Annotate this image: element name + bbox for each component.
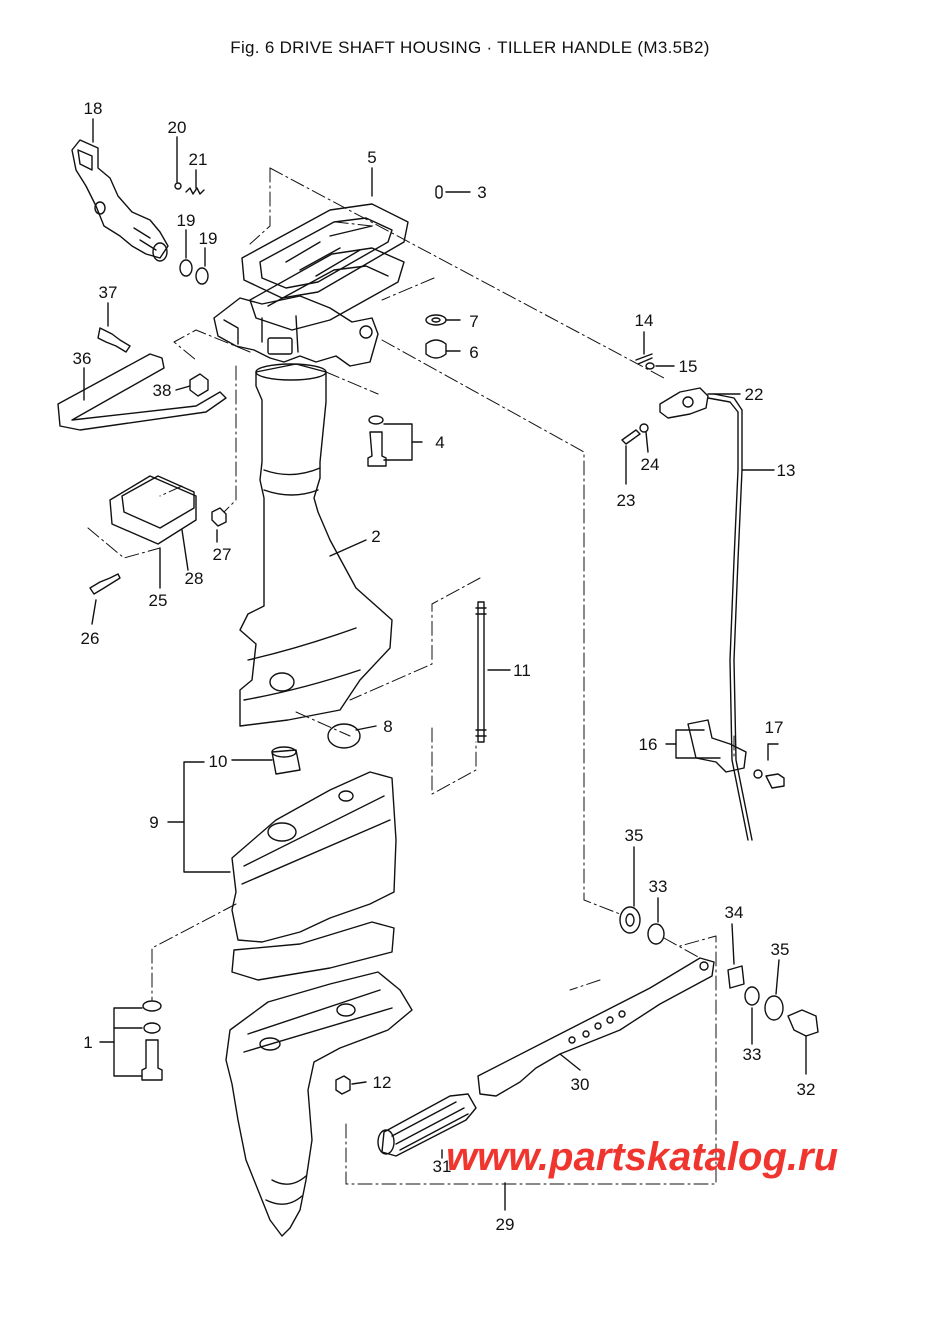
throttle-rod-edge	[713, 393, 753, 841]
washer-35a-part	[619, 906, 641, 934]
screw-23-part	[621, 429, 641, 445]
callout-15: 15	[679, 357, 698, 376]
callout-37: 37	[99, 283, 118, 302]
stud-bolt-part	[477, 601, 485, 743]
nut-38-part	[189, 373, 209, 397]
watermark-text: www.partskatalog.ru	[446, 1135, 838, 1179]
ball-part	[174, 182, 182, 190]
callout-10: 10	[209, 752, 228, 771]
callout-16: 16	[639, 735, 658, 754]
leader-lines	[83, 118, 807, 1211]
bolt-32-part	[787, 1009, 819, 1037]
figure-title: Fig. 6 DRIVE SHAFT HOUSING · TILLER HAND…	[230, 38, 710, 57]
callout-4: 4	[435, 433, 444, 452]
callout-31: 31	[433, 1157, 452, 1176]
callout-17: 17	[765, 718, 784, 737]
callout-20: 20	[168, 118, 187, 137]
callout-6: 6	[469, 343, 478, 362]
bolt-37-part	[97, 327, 131, 353]
nut-27-part	[211, 507, 227, 527]
callout-30: 30	[571, 1075, 590, 1094]
lever-hole	[682, 396, 694, 408]
callout-32: 32	[797, 1080, 816, 1099]
exhaust-housing-part	[231, 771, 397, 981]
washer-1b-part	[143, 1022, 161, 1034]
washer-24-part	[639, 423, 649, 433]
callout-22: 22	[745, 385, 764, 404]
callout-9: 9	[149, 813, 158, 832]
washer-19a-part	[179, 259, 193, 277]
throttle-grip-part	[377, 1093, 477, 1157]
washer-15-part	[645, 362, 655, 370]
callout-36: 36	[73, 349, 92, 368]
callout-34: 34	[725, 903, 744, 922]
clip-part	[635, 353, 653, 365]
plug-part	[327, 723, 361, 749]
dowel-pin-part	[435, 185, 443, 199]
swivel-bracket-part	[213, 295, 379, 367]
screw-26-part	[89, 573, 121, 595]
callout-3: 3	[477, 183, 486, 202]
washer-35a-hole	[625, 913, 635, 927]
throttle-lever-part	[659, 387, 709, 419]
bolt-17-part	[765, 773, 785, 789]
callout-25: 25	[149, 591, 168, 610]
stud-thread-lines	[475, 607, 487, 737]
tilt-handle-part	[57, 353, 227, 431]
washer-1a-part	[142, 1000, 162, 1012]
callout-19a: 19	[177, 211, 196, 230]
callout-28: 28	[185, 569, 204, 588]
callout-26: 26	[81, 629, 100, 648]
cap-part	[425, 339, 447, 359]
throttle-rod-part	[707, 397, 749, 841]
bolt-4-part	[367, 431, 387, 467]
washer-35b-part	[764, 995, 784, 1021]
washer-19b-part	[195, 267, 209, 285]
bush-part	[271, 749, 301, 775]
callout-12: 12	[373, 1073, 392, 1092]
washer-17-part	[753, 769, 763, 779]
callout-27: 27	[213, 545, 232, 564]
gasket-28-part	[121, 475, 195, 529]
callout-5: 5	[367, 148, 376, 167]
callout-14: 14	[635, 311, 654, 330]
grommet-part	[425, 314, 447, 326]
callout-33a: 33	[649, 877, 668, 896]
bush-top	[271, 746, 297, 758]
callout-35a: 35	[625, 826, 644, 845]
callout-2: 2	[371, 527, 380, 546]
washer-4-part	[368, 415, 384, 425]
callout-1: 1	[83, 1033, 92, 1052]
callout-8: 8	[383, 717, 392, 736]
callout-13: 13	[777, 461, 796, 480]
washer-33a-part	[647, 923, 665, 945]
callout-11: 11	[513, 661, 531, 680]
gasket-upper-casing-part	[241, 203, 409, 331]
bolt-1-part	[141, 1039, 163, 1081]
callout-21: 21	[189, 150, 208, 169]
rod-clamp-part	[687, 719, 747, 773]
bush-34-part	[727, 965, 745, 989]
callout-23: 23	[617, 491, 636, 510]
nut-12-part	[335, 1075, 351, 1095]
tiller-handle-part	[477, 957, 715, 1097]
callout-7: 7	[469, 312, 478, 331]
plate-25-part	[109, 475, 197, 545]
washer-33b-part	[744, 986, 760, 1006]
callout-35b: 35	[771, 940, 790, 959]
callout-33b: 33	[743, 1045, 762, 1064]
drive-shaft-housing-part	[239, 363, 393, 727]
spring-part	[185, 187, 205, 195]
callout-18: 18	[84, 99, 103, 118]
assembly-lines	[87, 167, 735, 1185]
callout-38: 38	[153, 381, 172, 400]
lower-unit-part	[225, 971, 413, 1237]
callout-29: 29	[496, 1215, 515, 1234]
callout-24: 24	[641, 455, 660, 474]
friction-lever-part	[71, 139, 169, 262]
grommet-hole	[431, 317, 441, 323]
callout-19b: 19	[199, 229, 218, 248]
